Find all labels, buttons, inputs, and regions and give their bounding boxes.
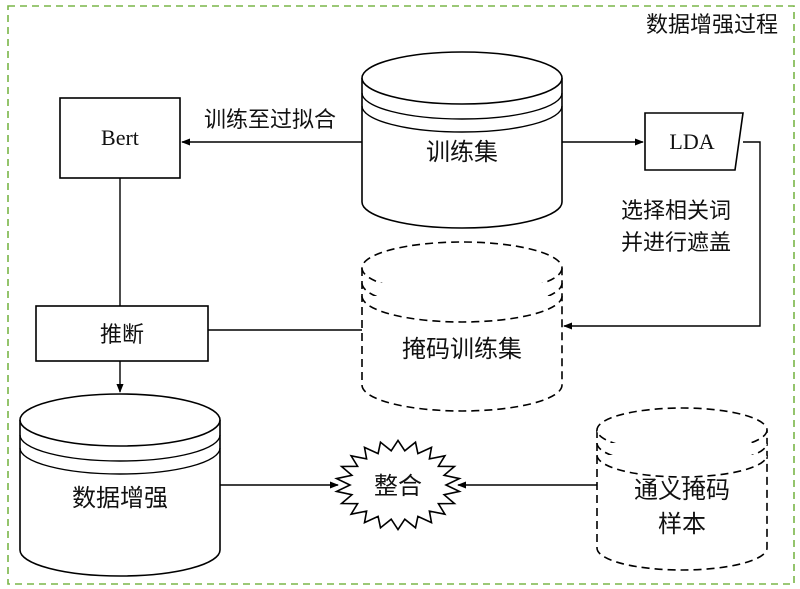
generic-mask-cylinder: 通义掩码 样本 (596, 407, 768, 571)
masked-train-set-label: 掩码训练集 (402, 335, 522, 363)
merge-node: 整合 (334, 438, 462, 532)
edge-overfit-label: 训练至过拟合 (204, 108, 336, 133)
train-set-label: 训练集 (426, 138, 498, 166)
data-aug-cylinder: 数据增强 (19, 393, 221, 577)
frame-title: 数据增强过程 (646, 13, 778, 38)
lda-node: LDA (644, 112, 744, 171)
masked-train-set-cylinder: 掩码训练集 (361, 241, 563, 412)
bert-node: Bert (59, 97, 181, 179)
process-frame (7, 5, 795, 585)
merge-label: 整合 (374, 472, 422, 500)
edge-lda-to-masked (563, 141, 761, 330)
edge-select-label-line1: 选择相关词 (621, 199, 731, 224)
lda-label: LDA (669, 129, 714, 154)
infer-label: 推断 (100, 323, 144, 348)
bert-label: Bert (101, 125, 139, 150)
infer-node: 推断 (35, 305, 209, 362)
train-set-cylinder: 训练集 (361, 51, 563, 229)
generic-mask-label-line2: 样本 (658, 510, 706, 538)
data-aug-label: 数据增强 (72, 484, 168, 512)
generic-mask-label-line1: 通义掩码 (634, 476, 730, 504)
edge-select-label-line2: 并进行遮盖 (621, 231, 731, 256)
